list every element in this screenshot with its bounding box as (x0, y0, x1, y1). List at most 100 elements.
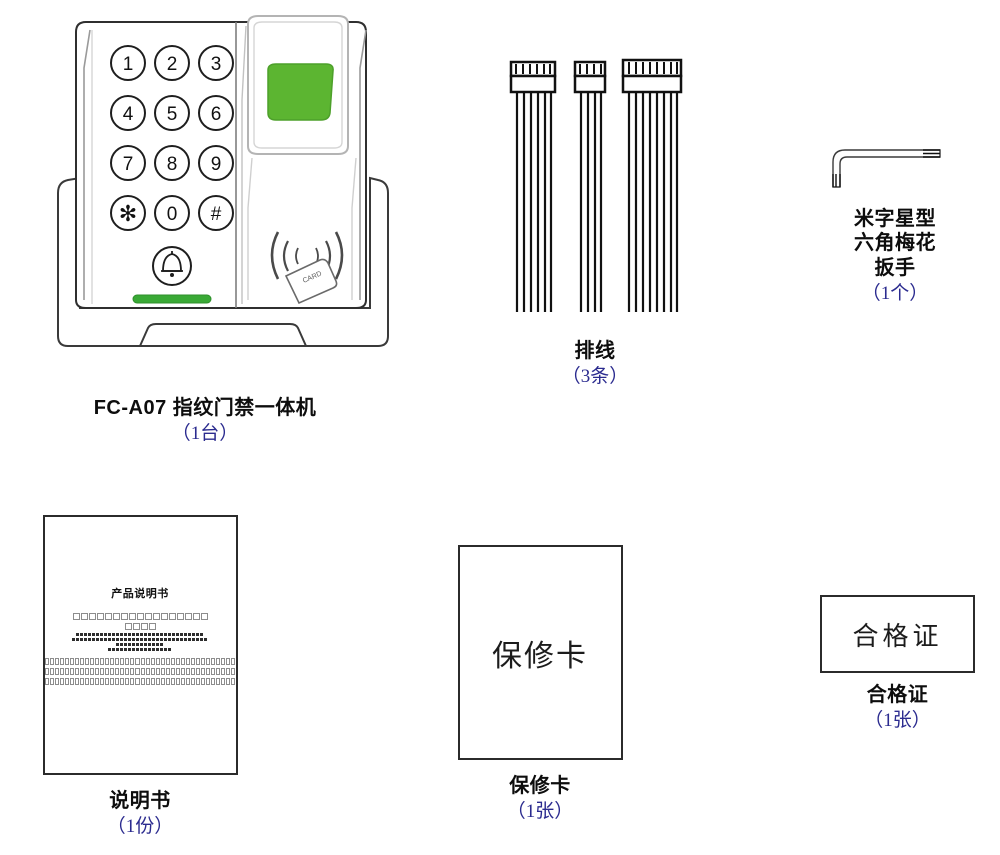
placeholder-box (124, 623, 132, 630)
key-5[interactable] (154, 95, 190, 131)
ribbon-cable-1 (509, 60, 557, 312)
key-1[interactable] (110, 45, 146, 81)
placeholder-box (88, 613, 96, 620)
bell-icon (161, 251, 183, 277)
placeholder-box (170, 668, 175, 675)
placeholder-box (150, 678, 155, 685)
placeholder-dot (148, 648, 151, 651)
placeholder-dot (128, 643, 131, 646)
placeholder-dot (152, 643, 155, 646)
key-star[interactable] (110, 195, 146, 231)
key-2[interactable] (154, 45, 190, 81)
placeholder-dot (192, 633, 195, 636)
placeholder-box (140, 678, 145, 685)
placeholder-dot (164, 638, 167, 641)
manual-placeholder-text (44, 613, 236, 688)
key-1-label: 1 (123, 54, 134, 75)
device-item: CARD 1 2 3 4 5 6 7 8 9 ✻ (20, 8, 390, 468)
key-6[interactable] (198, 95, 234, 131)
placeholder-box (130, 658, 135, 665)
placeholder-box (140, 668, 145, 675)
placeholder-dot (160, 643, 163, 646)
placeholder-box (64, 678, 69, 685)
placeholder-dot (88, 638, 91, 641)
placeholder-box (216, 668, 221, 675)
key-7-label: 7 (123, 154, 134, 175)
placeholder-dot (140, 638, 143, 641)
certificate-quantity: （1张） (864, 710, 931, 732)
placeholder-box (175, 668, 180, 675)
key-3[interactable] (198, 45, 234, 81)
placeholder-box (54, 668, 59, 675)
placeholder-dot (176, 633, 179, 636)
placeholder-box (211, 658, 216, 665)
warranty-name: 保修卡 (509, 775, 571, 797)
placeholder-box (54, 678, 59, 685)
placeholder-box (231, 678, 236, 685)
key-bell[interactable] (152, 246, 192, 286)
placeholder-box (125, 668, 130, 675)
placeholder-box (206, 658, 211, 665)
placeholder-box (201, 658, 206, 665)
placeholder-dot (200, 638, 203, 641)
placeholder-box (105, 678, 110, 685)
manual-cover-title: 产品说明书 (111, 588, 169, 600)
placeholder-box (192, 613, 200, 620)
placeholder-box (120, 678, 125, 685)
placeholder-box (69, 668, 74, 675)
placeholder-box (185, 668, 190, 675)
placeholder-box (130, 668, 135, 675)
key-0[interactable] (154, 195, 190, 231)
placeholder-dot (152, 648, 155, 651)
placeholder-dot (132, 648, 135, 651)
placeholder-row (44, 658, 236, 665)
placeholder-box (184, 613, 192, 620)
placeholder-dot (136, 643, 139, 646)
cables-caption: 排线 （3条） (480, 339, 710, 389)
wrench-name-line-1: 米字星型 (854, 208, 936, 230)
key-4[interactable] (110, 95, 146, 131)
placeholder-box (69, 678, 74, 685)
placeholder-box (165, 668, 170, 675)
placeholder-dot (100, 638, 103, 641)
placeholder-dot (112, 638, 115, 641)
wrench-name-line-3: 扳手 (874, 256, 916, 279)
placeholder-dot (124, 648, 127, 651)
placeholder-box (196, 678, 201, 685)
placeholder-box (110, 678, 115, 685)
placeholder-box (170, 658, 175, 665)
placeholder-dot (200, 633, 203, 636)
placeholder-box (145, 668, 150, 675)
placeholder-dot (180, 633, 183, 636)
placeholder-box (69, 658, 74, 665)
placeholder-dot (136, 633, 139, 636)
placeholder-row (45, 623, 236, 630)
placeholder-box (79, 658, 84, 665)
device-base-lip (139, 323, 307, 347)
placeholder-dot (76, 633, 79, 636)
placeholder-dot (100, 633, 103, 636)
placeholder-dot (192, 638, 195, 641)
placeholder-box (150, 668, 155, 675)
placeholder-dot (196, 638, 199, 641)
placeholder-dot (184, 633, 187, 636)
placeholder-box (95, 678, 100, 685)
placeholder-box (115, 658, 120, 665)
placeholder-box (221, 668, 226, 675)
key-9[interactable] (198, 145, 234, 181)
placeholder-dot (120, 648, 123, 651)
placeholder-box (64, 668, 69, 675)
key-7[interactable] (110, 145, 146, 181)
key-hash[interactable] (198, 195, 234, 231)
placeholder-dot (128, 633, 131, 636)
placeholder-box (175, 678, 180, 685)
placeholder-row (45, 638, 236, 641)
placeholder-box (95, 658, 100, 665)
wrench-quantity: （1个） (861, 283, 929, 305)
placeholder-row (44, 678, 236, 685)
placeholder-row (45, 648, 236, 651)
placeholder-box (49, 668, 54, 675)
key-8[interactable] (154, 145, 190, 181)
placeholder-box (59, 678, 64, 685)
placeholder-dot (152, 633, 155, 636)
